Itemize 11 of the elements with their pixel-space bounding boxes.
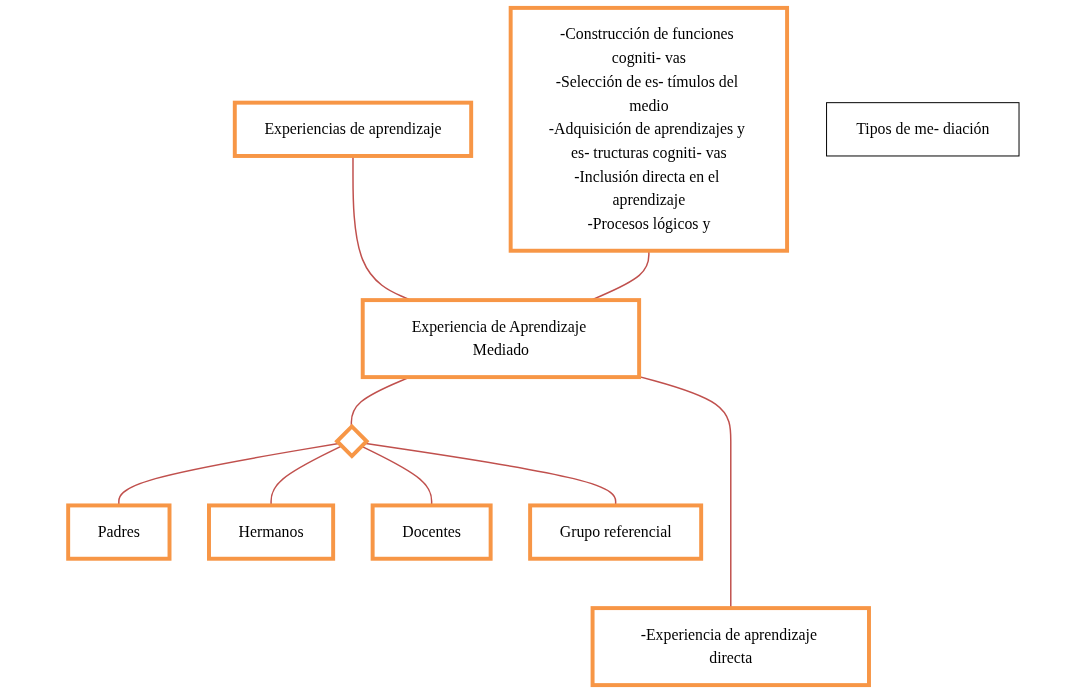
node-diamond bbox=[334, 423, 370, 459]
node-box: Docentes bbox=[371, 503, 493, 561]
node-box: Tipos de me- diación bbox=[826, 102, 1020, 157]
node-box: Hermanos bbox=[207, 503, 336, 561]
node-box: Grupo referencial bbox=[528, 503, 704, 561]
node-box: Padres bbox=[66, 503, 172, 561]
connector bbox=[638, 375, 732, 609]
node-box: -Construcción de funciones cogniti- vas -Selección de es- tímulos del medio -Adquisición de aprendizajes y es- tructuras cogniti- vas -Inclusión directa en el aprendizaje -Procesos lógicos y bbox=[509, 5, 790, 253]
node-box: Experiencia de Aprendizaje Mediado bbox=[361, 298, 642, 380]
node-box: -Experiencia de aprendizaje directa bbox=[591, 606, 872, 688]
node-box: Experiencias de aprendizaje bbox=[233, 100, 474, 158]
